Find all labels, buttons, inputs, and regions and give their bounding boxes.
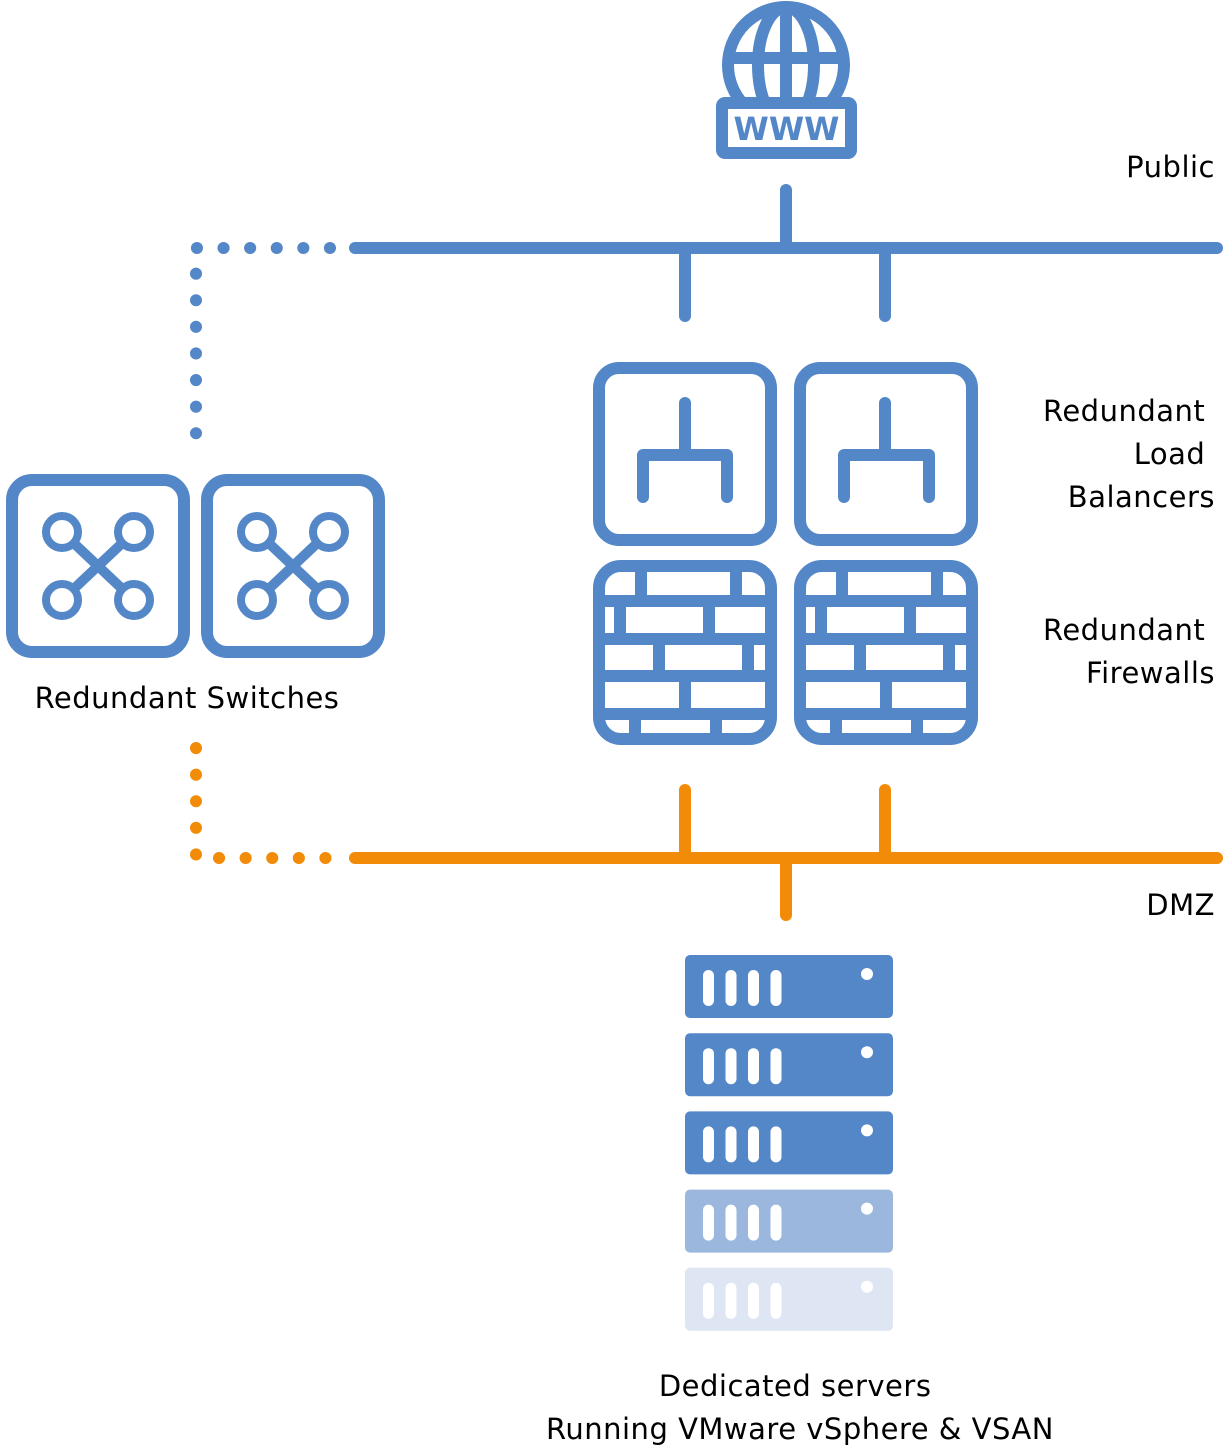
- drive-bay: [725, 1204, 737, 1241]
- label-line: Load: [1134, 437, 1206, 471]
- load-balancers-label: Redundant Load Balancers: [1043, 394, 1215, 514]
- status-led: [861, 1046, 873, 1059]
- drive-bay: [770, 1126, 782, 1163]
- public-network: [190, 184, 1223, 450]
- drive-bay: [725, 1126, 737, 1163]
- servers-label: Dedicated servers Running VMware vSphere…: [546, 1369, 1054, 1446]
- label-line: Balancers: [1068, 480, 1215, 514]
- drive-bay: [703, 1282, 714, 1319]
- drive-bay: [703, 1048, 714, 1085]
- drive-bay: [725, 1282, 737, 1319]
- drive-bay: [748, 970, 759, 1006]
- switches-label: Redundant Switches: [35, 681, 340, 715]
- drive-bay: [770, 970, 782, 1006]
- dmz-network: [190, 742, 1223, 921]
- label-line: Dedicated servers: [659, 1369, 932, 1403]
- drive-bay: [770, 1048, 782, 1085]
- status-led: [861, 1280, 873, 1293]
- switch-icon: [6, 474, 190, 658]
- status-led: [861, 968, 873, 980]
- server-stack: [685, 955, 893, 1331]
- label-line: Redundant: [1043, 394, 1205, 428]
- drive-bay: [703, 1126, 714, 1163]
- firewall-icon: [794, 560, 978, 745]
- server-icon: [685, 1111, 893, 1175]
- server-icon: [685, 1267, 893, 1331]
- drive-bay: [725, 970, 737, 1006]
- public-switch-dotted-link: [190, 242, 336, 450]
- drive-bay: [725, 1048, 737, 1085]
- drive-bay: [748, 1048, 759, 1085]
- label-line: Running VMware vSphere & VSAN: [546, 1412, 1054, 1446]
- server-icon: [685, 1033, 893, 1097]
- status-led: [861, 1124, 873, 1137]
- server-icon: [685, 955, 893, 1018]
- www-label: WWW: [734, 110, 840, 148]
- load-balancer-icon: [794, 362, 978, 546]
- globe-www-icon: WWW: [716, 1, 857, 159]
- drive-bay: [703, 1204, 714, 1241]
- firewall-icon: [593, 560, 777, 745]
- drive-bay: [770, 1282, 782, 1319]
- switch-icon: [201, 474, 385, 658]
- drive-bay: [748, 1282, 759, 1319]
- dmz-network-label: DMZ: [1146, 888, 1215, 922]
- status-led: [861, 1202, 873, 1215]
- drive-bay: [770, 1204, 782, 1241]
- drive-bay: [703, 970, 714, 1006]
- dmz-switch-dotted-link: [190, 742, 336, 864]
- label-line: Redundant: [1043, 613, 1205, 647]
- server-icon: [685, 1189, 893, 1253]
- public-network-label: Public: [1126, 150, 1215, 184]
- drive-bay: [748, 1204, 759, 1241]
- load-balancer-icon: [593, 362, 777, 546]
- label-line: Firewalls: [1086, 656, 1215, 690]
- firewalls-label: Redundant Firewalls: [1043, 613, 1215, 690]
- drive-bay: [748, 1126, 759, 1163]
